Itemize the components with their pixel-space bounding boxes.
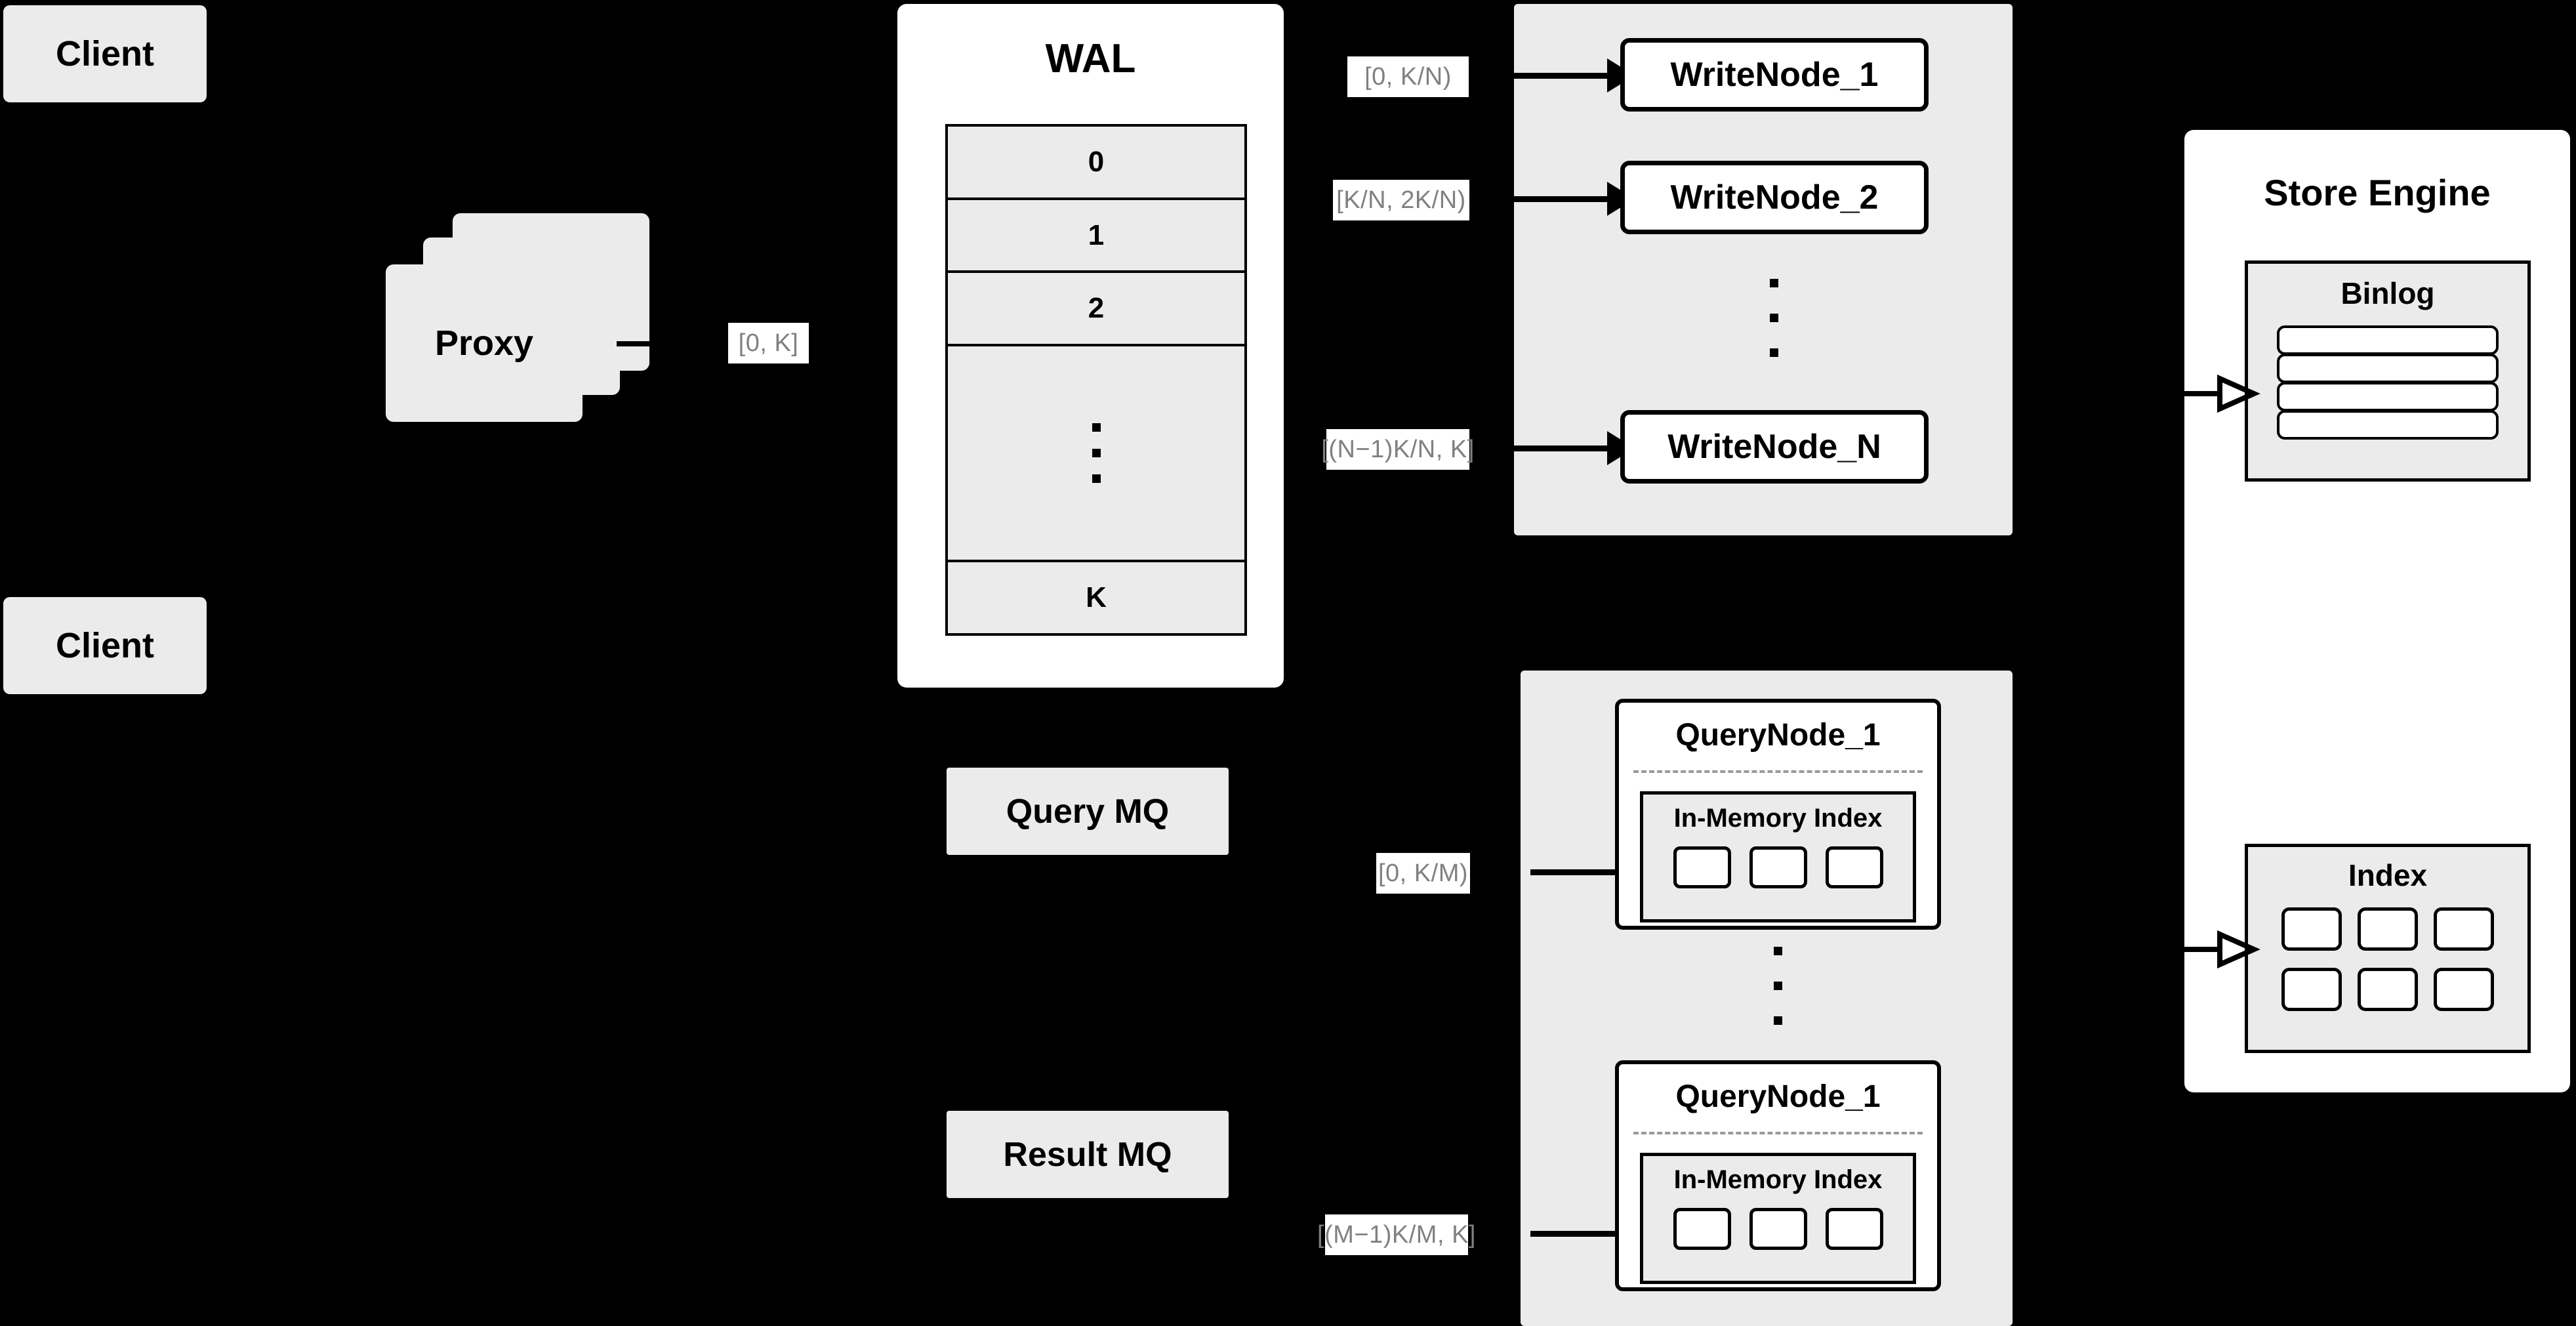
binlog-bar[interactable] [2277,410,2499,440]
binlog-title: Binlog [2341,276,2435,310]
edge-label-text: [0, K] [738,329,799,357]
arrow-line-write-node-n [1514,445,1612,451]
write-node-label: WriteNode_2 [1670,178,1879,217]
store-engine-panel: Store Engine Binlog Index [2184,130,2570,1092]
result-mq-label: Result MQ [1003,1135,1172,1174]
edge-label-text: [(N−1)K/N, K] [1321,435,1475,463]
query-mq-box[interactable]: Query MQ [947,768,1229,855]
query-mq-label: Query MQ [1006,792,1170,831]
index-cell[interactable] [2281,968,2342,1011]
client-box-2[interactable]: Client [3,597,207,694]
query-node-1-separator [1633,770,1923,773]
index-cell[interactable] [2358,907,2418,951]
vertical-dot-icon [1092,423,1101,432]
wal-row[interactable]: 1 [948,200,1244,274]
index-cell[interactable] [2358,968,2418,1011]
vertical-dot-icon [1769,279,1778,287]
wal-row[interactable]: K [948,562,1244,633]
vertical-dot-icon [1773,982,1782,990]
query-node-m-in-memory-index: In-Memory Index [1640,1153,1916,1284]
edge-label-query-node-1: [0, K/M) [1376,853,1470,894]
vertical-dot-icon [1769,314,1778,322]
result-mq-box[interactable]: Result MQ [947,1111,1229,1198]
query-node-1-in-memory-index: In-Memory Index [1640,791,1916,922]
client-box-1[interactable]: Client [3,5,207,102]
proxy-label: Proxy [434,323,534,363]
vertical-dot-icon [1092,449,1101,458]
index-box: Index [2245,844,2531,1053]
in-memory-index-title-2: In-Memory Index [1673,1165,1883,1194]
in-memory-index-cell[interactable] [1673,1208,1731,1250]
query-node-m[interactable]: QueryNode_1 In-Memory Index [1615,1060,1941,1291]
write-node-label: WriteNode_N [1667,428,1881,466]
arrow-line-write-node-1 [1514,73,1612,79]
arrow-line-query-node-1 [1530,869,1622,875]
arrow-line-query-node-m [1530,1231,1622,1237]
index-cell[interactable] [2434,968,2494,1011]
binlog-box: Binlog [2245,260,2531,482]
write-node-1[interactable]: WriteNode_1 [1620,38,1929,112]
arrow-line-write-node-2 [1514,196,1612,202]
wal-row[interactable]: 2 [948,273,1244,347]
wal-row[interactable]: 0 [948,127,1244,200]
index-title: Index [2348,858,2428,892]
index-cell[interactable] [2434,907,2494,951]
vertical-dot-icon [1773,1016,1782,1025]
write-node-2[interactable]: WriteNode_2 [1620,161,1929,234]
in-memory-index-cell[interactable] [1825,846,1883,888]
vertical-dot-icon [1092,474,1101,484]
index-cell[interactable] [2281,907,2342,951]
query-node-m-title: QueryNode_1 [1675,1079,1881,1114]
wal-row-label: 1 [1088,218,1105,251]
in-memory-index-title-1: In-Memory Index [1673,804,1883,833]
proxy-to-wal-connector [617,341,669,346]
wal-row-list: 0 1 2 K [945,124,1247,636]
edge-label-text: [(M−1)K/M, K] [1317,1220,1476,1249]
in-memory-index-cell[interactable] [1673,846,1731,888]
client-label-1: Client [55,34,154,73]
edge-label-write-node-1: [0, K/N) [1347,56,1469,97]
edge-label-text: [0, K/N) [1364,62,1452,91]
query-node-ellipsis [1771,947,1784,1025]
write-node-label: WriteNode_1 [1670,56,1879,94]
vertical-dot-icon [1773,947,1782,955]
wal-title: WAL [1045,36,1136,81]
in-memory-index-cell[interactable] [1825,1208,1883,1250]
wal-row-label: 0 [1088,145,1105,178]
binlog-bar[interactable] [2277,382,2499,411]
wal-panel: WAL 0 1 2 K [897,4,1284,688]
edge-label-proxy-to-wal: [0, K] [728,323,809,363]
write-node-n[interactable]: WriteNode_N [1620,410,1929,484]
query-node-1-title: QueryNode_1 [1675,718,1881,753]
query-node-1[interactable]: QueryNode_1 In-Memory Index [1615,699,1941,930]
arrow-to-index [2178,930,2260,969]
arrow-to-binlog [2178,374,2260,413]
store-engine-title: Store Engine [2264,172,2491,213]
binlog-bar[interactable] [2277,325,2499,355]
vertical-dot-icon [1769,348,1778,357]
in-memory-index-cell[interactable] [1749,1208,1807,1250]
binlog-bar[interactable] [2277,354,2499,383]
edge-label-text: [K/N, 2K/N) [1336,186,1466,214]
edge-label-text: [0, K/M) [1378,859,1469,887]
edge-label-write-node-n: [(N−1)K/N, K] [1321,429,1474,470]
proxy-box[interactable]: Proxy [386,264,583,422]
wal-row-ellipsis [948,346,1244,563]
edge-label-query-node-m: [(M−1)K/M, K] [1317,1214,1475,1255]
wal-row-label: 2 [1088,292,1105,325]
query-node-m-separator [1633,1132,1923,1134]
write-node-ellipsis [1767,279,1780,357]
wal-row-label: K [1086,581,1107,614]
client-label-2: Client [55,626,154,665]
edge-label-write-node-2: [K/N, 2K/N) [1333,180,1469,220]
in-memory-index-cell[interactable] [1749,846,1807,888]
